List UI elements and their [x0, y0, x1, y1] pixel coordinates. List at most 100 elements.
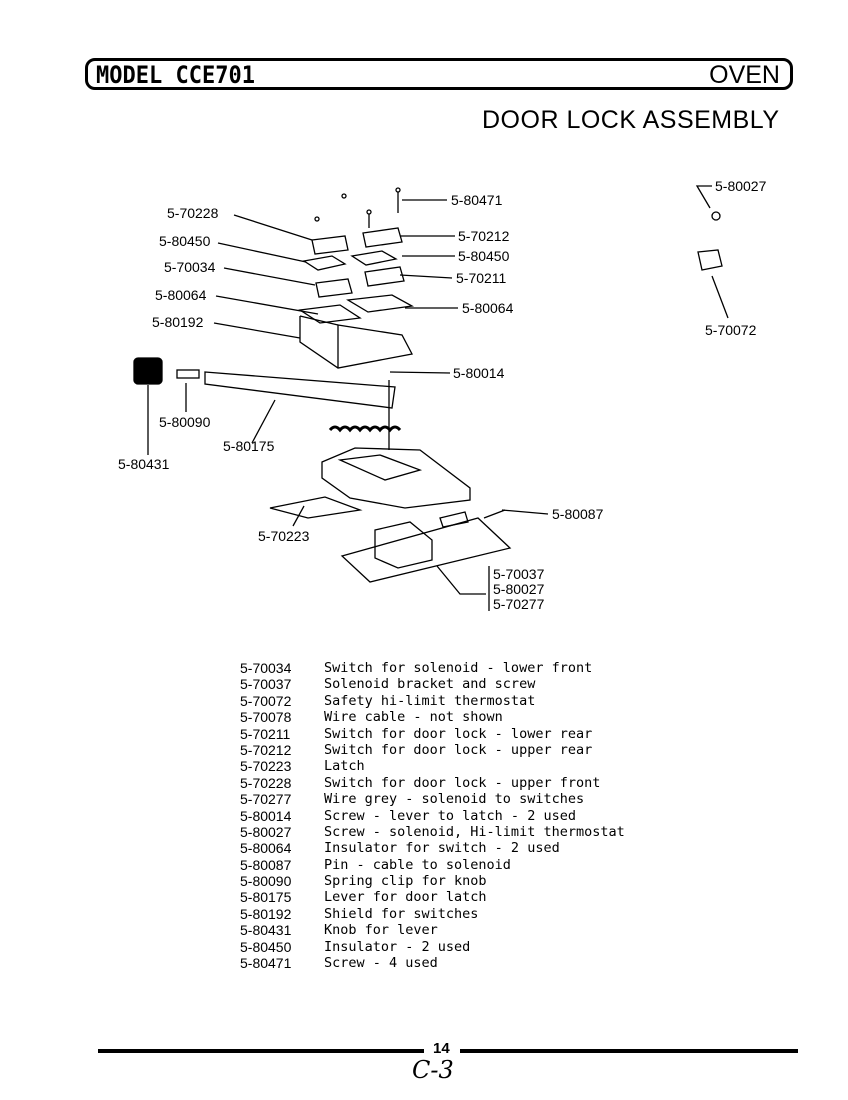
- callout-text: 5-80175: [223, 438, 275, 454]
- part-number: 5-80175: [240, 889, 292, 906]
- part-number: 5-70078: [240, 709, 292, 726]
- part-description: Switch for door lock - upper rear: [324, 741, 593, 758]
- part-description: Wire cable - not shown: [324, 709, 503, 726]
- solenoid-base: [340, 517, 512, 583]
- callout-text: 5-80027: [493, 581, 545, 597]
- leader-80087: [501, 509, 549, 515]
- leader-70072: [711, 275, 729, 319]
- part-description: Screw - lever to latch - 2 used: [324, 807, 576, 824]
- thermostat-70072: [697, 249, 723, 271]
- callout-text: 5-80471: [451, 192, 503, 208]
- leader-80450-left: [217, 242, 307, 263]
- parts-row: 5-70072 Safety hi-limit thermostat: [240, 693, 625, 709]
- part-description: Wire grey - solenoid to switches: [324, 791, 585, 808]
- part-description: Insulator - 2 used: [324, 938, 471, 955]
- callout-text: 5-70211: [456, 270, 507, 286]
- pin-part: [439, 511, 469, 528]
- insulator-left: [302, 255, 347, 271]
- parts-row: 5-80450 Insulator - 2 used: [240, 939, 625, 955]
- part-description: Lever for door latch: [324, 889, 487, 906]
- parts-row: 5-80431 Knob for lever: [240, 922, 625, 938]
- part-number: 5-70212: [240, 741, 292, 758]
- callout-text: 5-80014: [453, 365, 505, 381]
- insulator-80064-a: [298, 304, 362, 324]
- part-number: 5-70211: [240, 725, 291, 742]
- lever-80175: [204, 371, 396, 409]
- latch-plate: [321, 447, 471, 509]
- handwritten-note: C-3: [412, 1056, 454, 1084]
- callout-text: 5-80192: [152, 314, 204, 330]
- model-label: MODEL CCE701: [96, 62, 255, 90]
- parts-row: 5-80014 Screw - lever to latch - 2 used: [240, 808, 625, 824]
- leader-70211: [399, 274, 453, 279]
- part-description: Spring clip for knob: [324, 873, 487, 890]
- parts-row: 5-80090 Spring clip for knob: [240, 873, 625, 889]
- parts-row: 5-70228 Switch for door lock - upper fron…: [240, 775, 625, 791]
- part-number: 5-80064: [240, 840, 292, 857]
- leader-80175: [251, 399, 276, 444]
- page-title: DOOR LOCK ASSEMBLY: [482, 106, 780, 134]
- switch-70212: [362, 227, 403, 248]
- part-number: 5-70223: [240, 758, 292, 775]
- callout-text: 5-80027: [715, 178, 767, 194]
- callout-text: 5-80064: [462, 300, 514, 316]
- parts-row: 5-80192 Shield for switches: [240, 906, 625, 922]
- part-number: 5-70037: [240, 676, 292, 693]
- part-number: 5-80431: [240, 922, 292, 939]
- part-number: 5-80192: [240, 905, 292, 922]
- knob-80431: [133, 357, 163, 385]
- callout-text: 5-70037: [493, 566, 545, 582]
- part-number: 5-70034: [240, 660, 292, 676]
- clip-80090: [176, 369, 200, 379]
- switch-70211: [364, 266, 405, 287]
- shield-80192: [299, 316, 413, 369]
- callout-text: 5-70034: [164, 259, 216, 275]
- callout-text: 5-70212: [458, 228, 510, 244]
- leader-70228: [233, 214, 313, 241]
- callout-text: 5-80087: [552, 506, 604, 522]
- part-number: 5-70228: [240, 774, 292, 791]
- parts-row: 5-70078 Wire cable - not shown: [240, 709, 625, 725]
- part-description: Screw - 4 used: [324, 955, 438, 972]
- part-number: 5-80090: [240, 873, 292, 890]
- section-label: OVEN: [709, 61, 780, 89]
- leader-70034: [223, 267, 316, 286]
- footer-rule-right: [460, 1049, 798, 1053]
- latch-70223: [269, 496, 363, 519]
- part-description: Shield for switches: [324, 905, 479, 922]
- insulator-80064-b: [346, 294, 415, 313]
- parts-row: 5-70212 Switch for door lock - upper rear: [240, 742, 625, 758]
- callout-text: 5-80064: [155, 287, 207, 303]
- part-number: 5-70277: [240, 791, 292, 808]
- leader-80014: [389, 371, 451, 374]
- callout-text: 5-80090: [159, 414, 211, 430]
- parts-row: 5-70037 Solenoid bracket and screw: [240, 676, 625, 692]
- part-description: Switch for door lock - lower rear: [324, 725, 593, 742]
- switch-70034: [315, 278, 353, 298]
- part-description: Safety hi-limit thermostat: [324, 692, 536, 709]
- spring: [328, 425, 402, 433]
- part-description: Latch: [324, 758, 365, 775]
- part-number: 5-80450: [240, 938, 292, 955]
- callout-text: 5-80450: [159, 233, 211, 249]
- parts-row: 5-70211 Switch for door lock - lower rear: [240, 726, 625, 742]
- part-description: Solenoid bracket and screw: [324, 676, 536, 693]
- part-description: Switch for door lock - upper front: [324, 774, 601, 791]
- switch-70228: [311, 235, 349, 255]
- leader-bracket: [436, 565, 486, 595]
- part-number: 5-70072: [240, 692, 292, 709]
- part-description: Screw - solenoid, Hi-limit thermostat: [324, 823, 625, 840]
- solenoid-70037: [374, 521, 433, 569]
- callout-text: 5-80431: [118, 456, 170, 472]
- exploded-diagram: 5-80471 5-80027 5-70228 5-80450 5-70212 …: [118, 178, 767, 612]
- part-description: Knob for lever: [324, 922, 438, 939]
- part-number: 5-80014: [240, 807, 292, 824]
- callout-text: 5-70072: [705, 322, 757, 338]
- callout-text: 5-70223: [258, 528, 310, 544]
- parts-row: 5-70223 Latch: [240, 758, 625, 774]
- page-number: 14: [433, 1040, 450, 1057]
